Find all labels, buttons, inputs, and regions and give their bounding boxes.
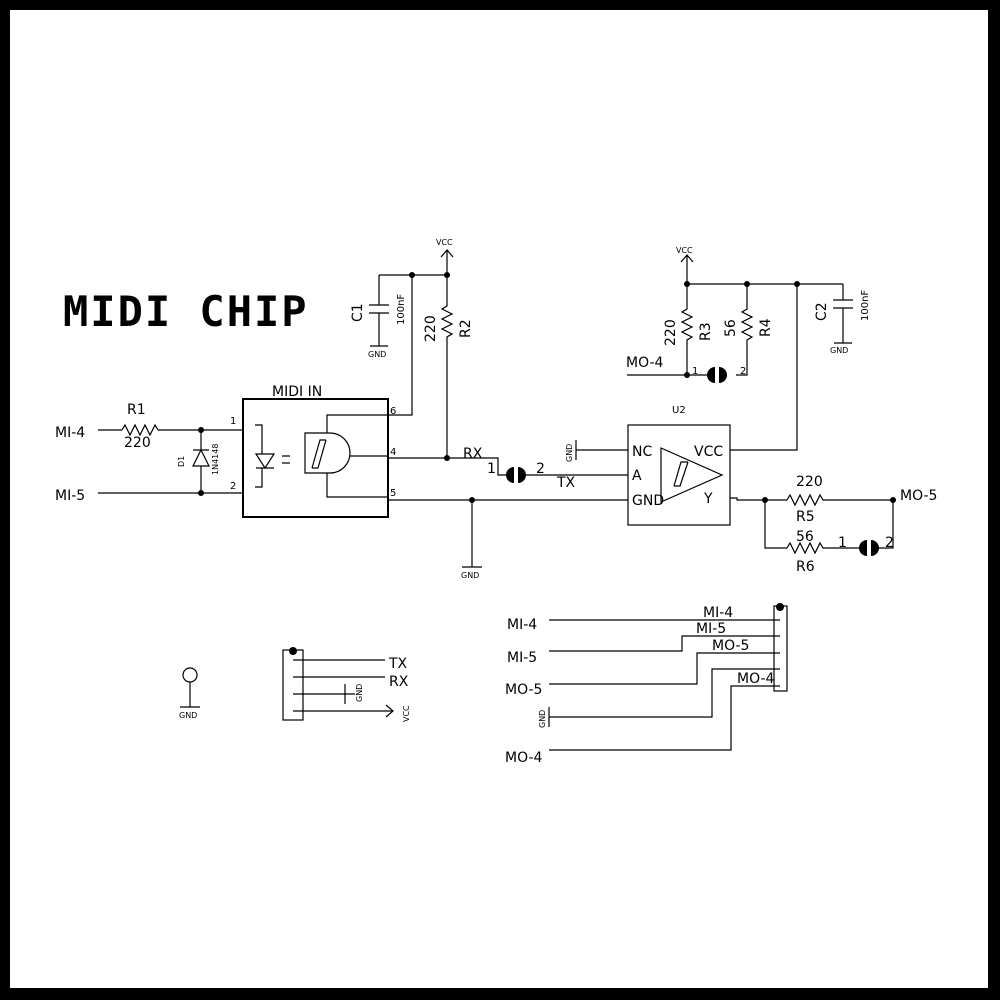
net-label-mo5-right: MO-5: [900, 488, 937, 504]
capacitor-c1: C1 100nF GND: [350, 275, 407, 359]
resistor-r3: 220 R3: [663, 284, 714, 375]
schematic-canvas: MIDI CHIP MIDI IN 1 2 4 5 6 MI-4 R1 220 …: [55, 238, 937, 766]
u2-pin-gnd: GND: [632, 493, 664, 509]
r4-value: 56: [723, 319, 739, 337]
midi-in-label: MIDI IN: [272, 384, 322, 400]
vcc-label-2: VCC: [676, 246, 693, 255]
gnd-pad: GND: [179, 667, 200, 720]
jumper2-pin1: 1: [692, 366, 698, 377]
net-label-tx: TX: [556, 475, 576, 491]
u2-pin-vcc: VCC: [694, 444, 723, 460]
u2-pin-y: Y: [703, 491, 713, 507]
net-label-mi4-bottom: MI-4: [507, 617, 537, 633]
resistor-r1: R1 220: [121, 402, 159, 451]
jumper2-pin2: 2: [740, 366, 746, 377]
jumper1-pin1: 1: [487, 461, 496, 477]
r1-ref: R1: [127, 402, 146, 418]
r2-value: 220: [423, 315, 439, 342]
solder-jumper-rx-tx: 1 2: [487, 461, 545, 483]
r3-ref: R3: [698, 322, 714, 341]
r2-ref: R2: [458, 319, 474, 338]
conn-label-mo5: MO-5: [712, 638, 749, 654]
u2-label: U2: [672, 405, 686, 416]
net-label-mo5-bottom: MO-5: [505, 682, 542, 698]
c1-value: 100nF: [396, 294, 407, 325]
jumper3-pin2: 2: [885, 535, 894, 551]
r3-value: 220: [663, 319, 679, 346]
solder-jumper-mo4: 1 2: [692, 366, 746, 383]
midi-in-pin-5: 5: [390, 488, 396, 499]
d1-ref: D1: [177, 456, 186, 467]
u2-chip: U2 NC A GND VCC Y: [627, 405, 731, 526]
r6-ref: R6: [796, 559, 815, 575]
conn-gnd: GND: [538, 710, 547, 728]
net-label-mo4-bottom: MO-4: [505, 750, 543, 766]
c1-ref: C1: [350, 303, 366, 322]
net-label-mo4-top: MO-4: [626, 355, 664, 371]
midi-in-pin-4: 4: [390, 447, 396, 458]
header-gnd: GND: [355, 684, 364, 702]
midi-in-pin-2: 2: [230, 481, 236, 492]
junction-dot: [444, 455, 450, 461]
c1-gnd: GND: [368, 350, 386, 359]
conn-label-mi4: MI-4: [703, 605, 733, 621]
r5-ref: R5: [796, 509, 815, 525]
gnd-pad-label: GND: [179, 711, 197, 720]
header-tx: TX: [388, 656, 408, 672]
conn-label-mo4: MO-4: [737, 671, 775, 687]
midi-in-pin-6: 6: [390, 406, 396, 417]
c2-value: 100nF: [860, 290, 871, 321]
gnd-label-main: GND: [461, 571, 479, 580]
net-label-mi5-left: MI-5: [55, 488, 85, 504]
resistor-r5: 220 R5: [786, 474, 893, 525]
r4-ref: R4: [758, 318, 774, 337]
r5-value: 220: [796, 474, 823, 490]
c2-gnd: GND: [830, 346, 848, 355]
c2-ref: C2: [814, 302, 830, 321]
u2-pin-nc: NC: [632, 444, 652, 460]
u2-nc-gnd: GND: [565, 444, 574, 462]
midi-in-chip: MIDI IN 1 2 4 5 6: [230, 384, 396, 518]
d1-value: 1N4148: [211, 444, 220, 475]
resistor-r2: 220 R2: [423, 275, 474, 458]
capacitor-c2: C2 100nF GND: [814, 284, 871, 355]
resistor-r6: 56 R6: [786, 529, 860, 575]
diode-d1: D1 1N4148: [177, 430, 220, 493]
header-vcc: VCC: [402, 705, 411, 722]
resistor-r4: 56 R4: [723, 284, 774, 376]
schematic-sheet: MIDI CHIP MIDI IN 1 2 4 5 6 MI-4 R1 220 …: [10, 10, 988, 988]
net-label-mi5-bottom: MI-5: [507, 650, 537, 666]
midi-in-pin-1: 1: [230, 416, 236, 427]
header-rx: RX: [389, 674, 409, 690]
net-label-rx: RX: [463, 446, 483, 462]
r6-value: 56: [796, 529, 814, 545]
schematic-title: MIDI CHIP: [63, 287, 309, 336]
jumper1-pin2: 2: [536, 461, 545, 477]
vcc-label-1: VCC: [436, 238, 453, 247]
net-label-mi4-left: MI-4: [55, 425, 85, 441]
header-4pin: TX RX GND VCC: [282, 647, 411, 722]
solder-jumper-mo5: 1 2: [838, 535, 894, 556]
connector-5pin: MI-4 MI-5 MO-5 MO-4: [696, 603, 788, 692]
u2-pin-a: A: [632, 468, 642, 484]
jumper3-pin1: 1: [838, 535, 847, 551]
r1-value: 220: [124, 435, 151, 451]
conn-label-mi5: MI-5: [696, 621, 726, 637]
